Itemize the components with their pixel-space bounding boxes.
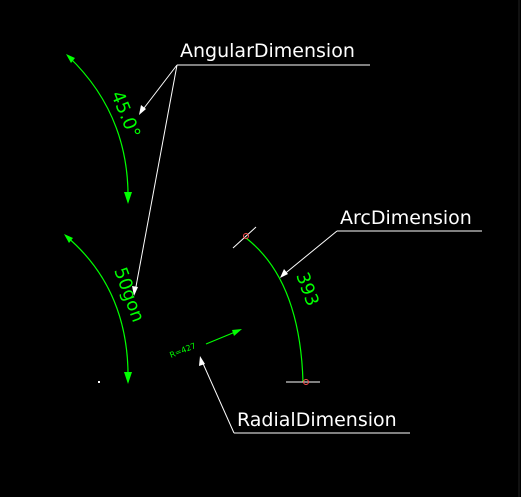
radial-dimension: R=427 [168,329,242,360]
angular-degree-text: 45.0° [106,88,144,141]
angular-dimension-arc-bottom [65,235,129,383]
stray-pixel [98,381,100,383]
arc-leader-line [281,230,338,277]
arrowhead-bottom-end [124,372,132,384]
arrowhead-top-end [124,192,132,204]
radial-leader-line [200,358,235,434]
arc-marker-top [243,233,249,239]
angular-label-group: AngularDimension [132,40,370,296]
radial-label-group: RadialDimension [199,356,410,434]
angular-gon-text: 50gon [109,265,148,326]
angular-leader-to-gon [134,64,178,293]
arrowhead-bottom-start [64,234,73,243]
angular-dimension-arc-top [67,55,129,203]
arc-dimension-label: ArcDimension [340,207,472,229]
angular-leader-to-degrees [140,64,178,113]
arc-label-group: ArcDimension [280,207,482,278]
arc-leader-arrow [280,269,288,278]
angular-leader-arrow-2 [132,286,138,296]
arrowhead-top-start [66,54,75,63]
angular-dimension-gon: 50gon [64,234,148,384]
angular-dimension-label: AngularDimension [180,40,355,62]
radial-dimension-label: RadialDimension [237,409,397,431]
radial-leader-arrow [199,356,205,366]
arc-dimension: 393 [232,226,323,385]
radial-value-text: R=427 [168,341,197,360]
arc-dimension-curve [245,237,304,383]
arc-marker-bottom [303,379,309,385]
angular-leader-arrow-1 [139,105,146,115]
radial-arrowhead [232,329,242,336]
arc-value-text: 393 [291,270,322,309]
angular-dimension-degrees: 45.0° [66,54,144,204]
